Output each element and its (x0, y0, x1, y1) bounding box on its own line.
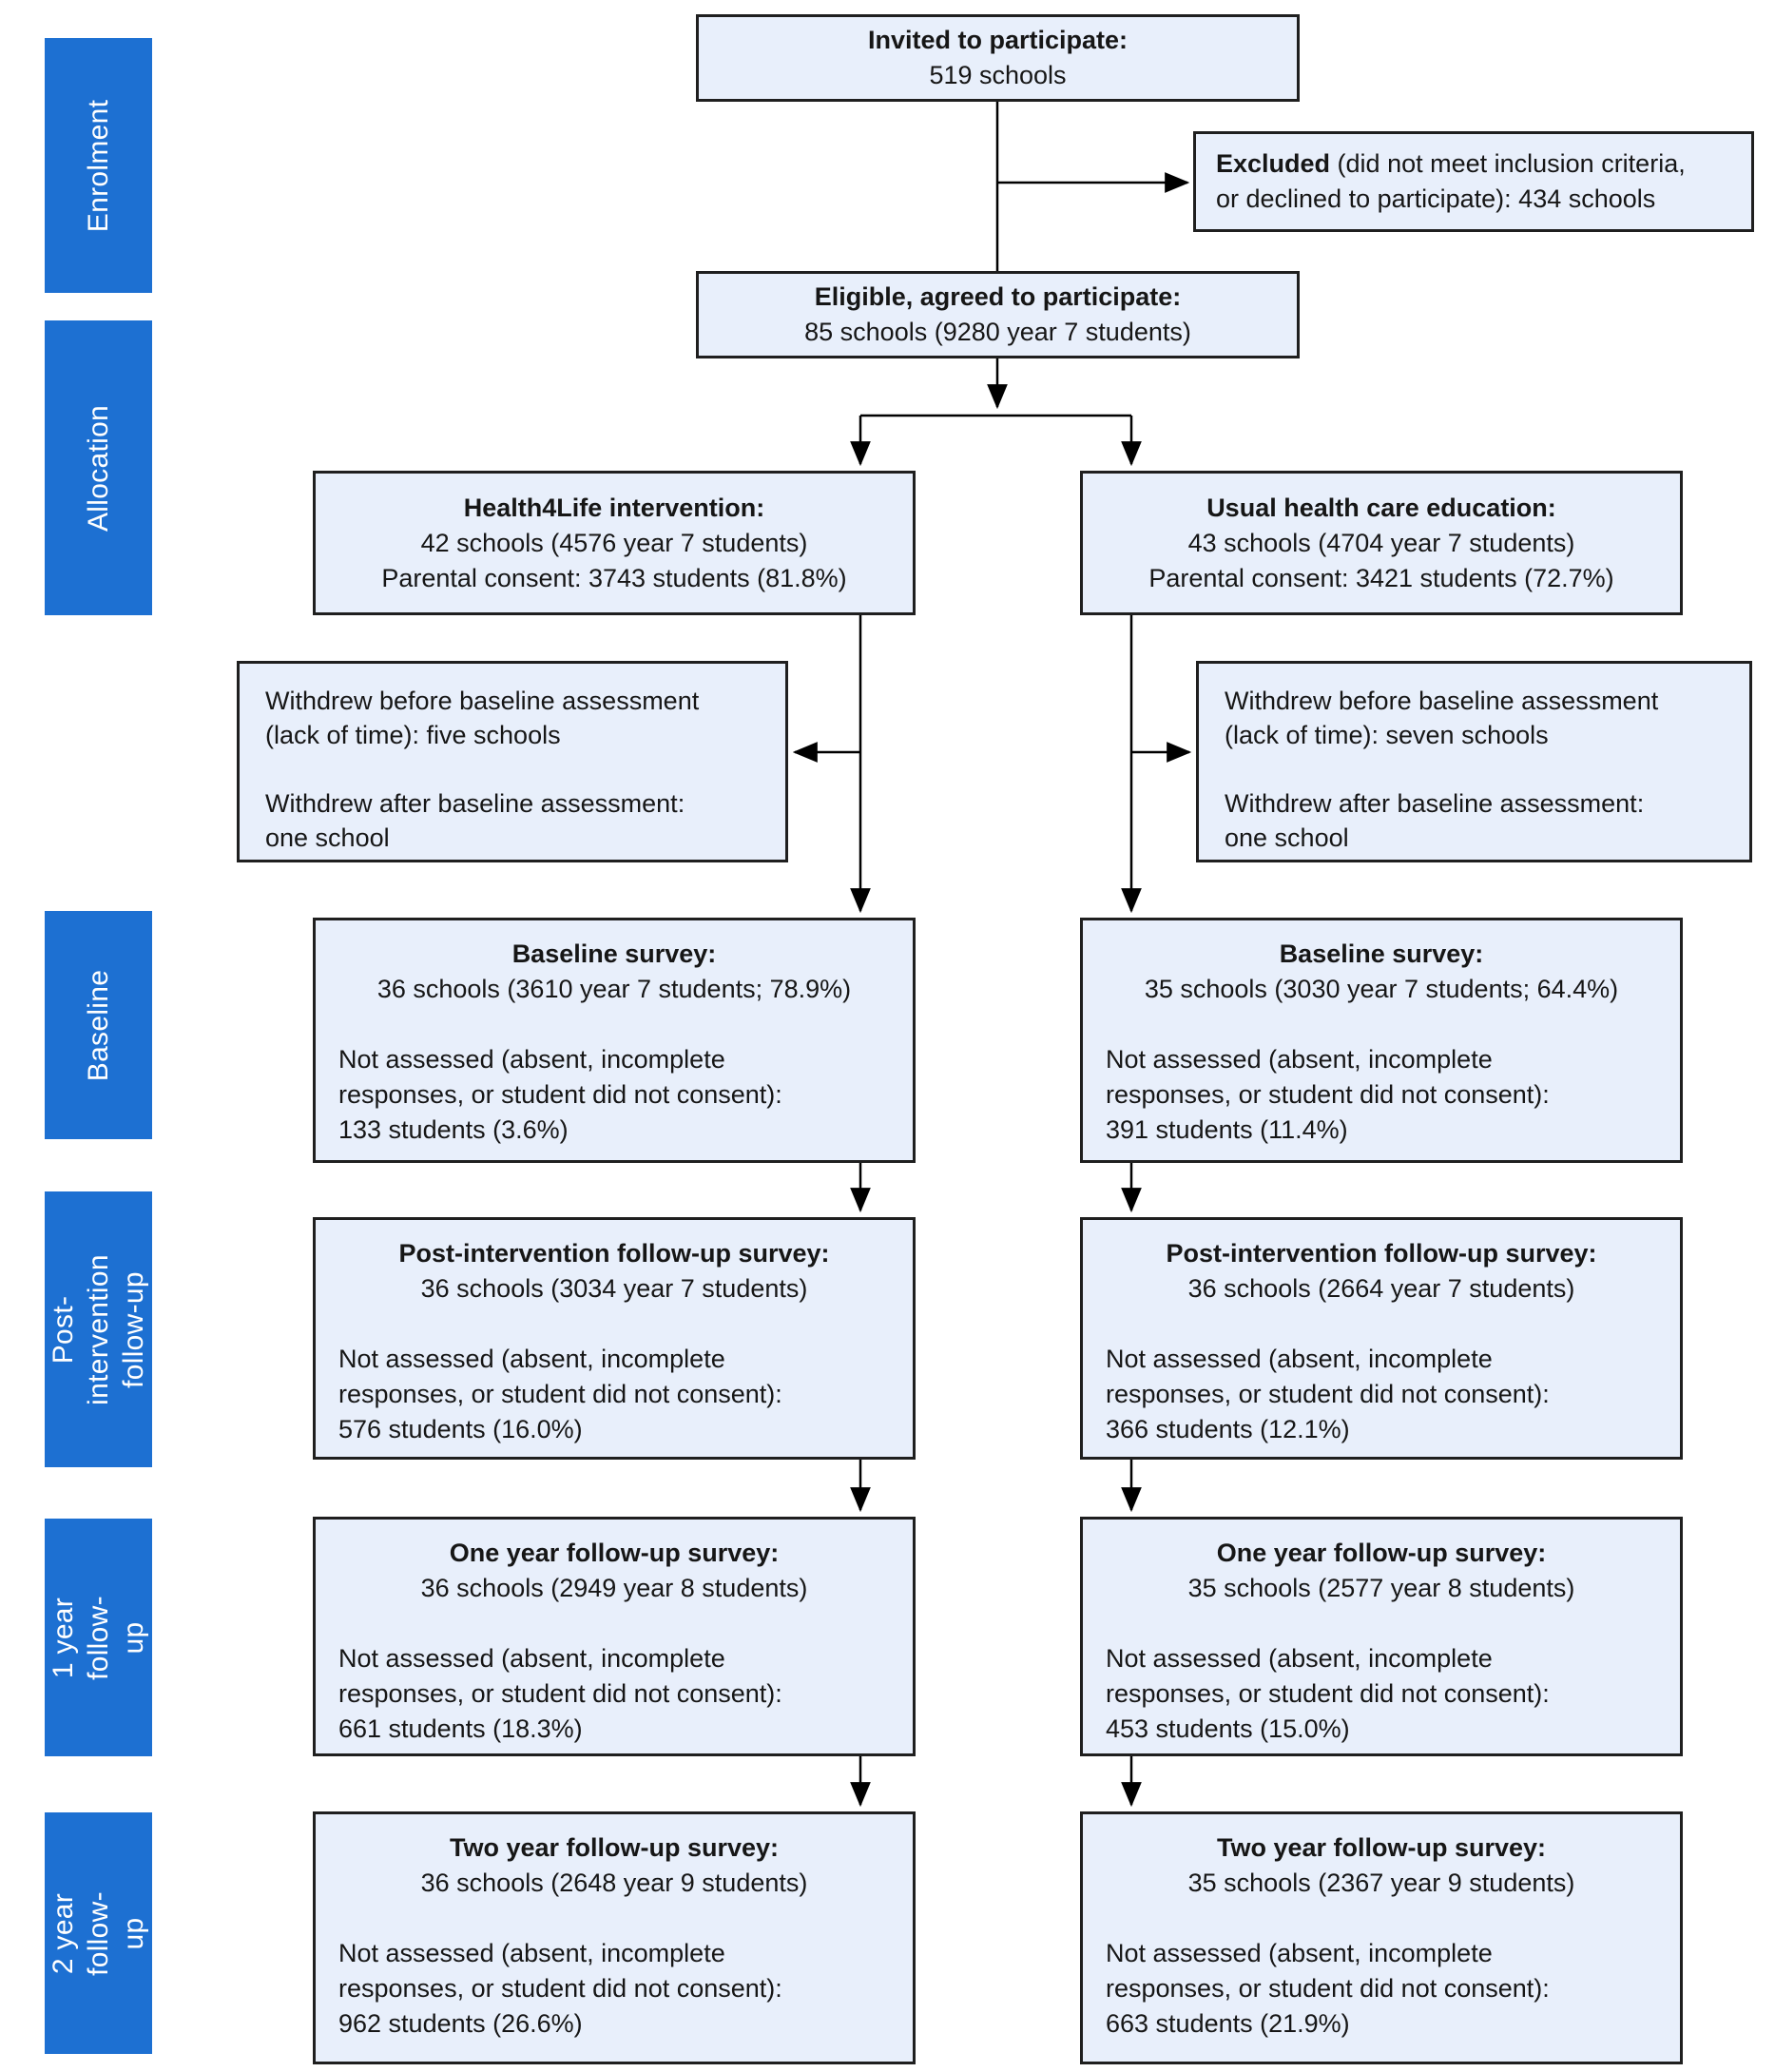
survey-title: Post-intervention follow-up survey: (398, 1239, 830, 1268)
survey-count: 36 schools (3610 year 7 students; 78.9%) (376, 975, 852, 1003)
box-control-baseline: Baseline survey: 35 schools (3030 year 7… (1080, 918, 1683, 1163)
stage-label-text: Baseline (83, 969, 115, 1081)
box-excluded: Excluded (did not meet inclusion criteri… (1193, 131, 1754, 232)
survey-not-assessed: Not assessed (absent, incomplete respons… (338, 1045, 782, 1144)
survey-count: 35 schools (2577 year 8 students) (1187, 1574, 1575, 1602)
box-control-allocation: Usual health care education: 43 schools … (1080, 471, 1683, 615)
box-eligible: Eligible, agreed to participate: 85 scho… (696, 271, 1300, 358)
box-invited: Invited to participate: 519 schools (696, 14, 1300, 102)
box-intervention-allocation: Health4Life intervention: 42 schools (45… (313, 471, 916, 615)
allocation-title: Health4Life intervention: (463, 493, 765, 522)
survey-title: Two year follow-up survey: (449, 1833, 780, 1862)
survey-count: 36 schools (2949 year 8 students) (420, 1574, 808, 1602)
stage-label-enrolment: Enrolment (45, 38, 152, 293)
excluded-detail: (did not meet inclusion criteria, or dec… (1216, 149, 1686, 213)
box-control-year1: One year follow-up survey: 35 schools (2… (1080, 1517, 1683, 1756)
stage-label-baseline: Baseline (45, 911, 152, 1139)
survey-title: One year follow-up survey: (1216, 1539, 1547, 1567)
eligible-detail: 85 schools (9280 year 7 students) (804, 318, 1191, 346)
box-control-withdrew: Withdrew before baseline assessment (lac… (1196, 661, 1752, 862)
stage-label-text: 2 year follow-up (48, 1890, 149, 1976)
allocation-details: 42 schools (4576 year 7 students) Parent… (381, 528, 847, 592)
survey-title: One year follow-up survey: (449, 1539, 780, 1567)
allocation-details: 43 schools (4704 year 7 students) Parent… (1148, 528, 1614, 592)
stage-label-post-intervention-follow-up: Post-intervention follow-up (45, 1191, 152, 1467)
invited-title: Invited to participate: (867, 26, 1129, 54)
box-control-post: Post-intervention follow-up survey: 36 s… (1080, 1217, 1683, 1460)
survey-not-assessed: Not assessed (absent, incomplete respons… (1106, 1045, 1550, 1144)
survey-not-assessed: Not assessed (absent, incomplete respons… (338, 1644, 782, 1743)
survey-count: 36 schools (2648 year 9 students) (420, 1869, 808, 1897)
box-intervention-year2: Two year follow-up survey: 36 schools (2… (313, 1811, 916, 2064)
survey-title: Post-intervention follow-up survey: (1166, 1239, 1597, 1268)
allocation-title: Usual health care education: (1206, 493, 1556, 522)
box-intervention-post: Post-intervention follow-up survey: 36 s… (313, 1217, 916, 1460)
stage-label-text: Allocation (83, 404, 115, 532)
survey-title: Two year follow-up survey: (1216, 1833, 1547, 1862)
box-intervention-baseline: Baseline survey: 36 schools (3610 year 7… (313, 918, 916, 1163)
box-intervention-withdrew: Withdrew before baseline assessment (lac… (237, 661, 788, 862)
survey-not-assessed: Not assessed (absent, incomplete respons… (1106, 1939, 1550, 2038)
excluded-text: Excluded (did not meet inclusion criteri… (1216, 146, 1686, 217)
survey-not-assessed: Not assessed (absent, incomplete respons… (338, 1939, 782, 2038)
box-intervention-year1: One year follow-up survey: 36 schools (2… (313, 1517, 916, 1756)
survey-count: 35 schools (3030 year 7 students; 64.4%) (1144, 975, 1619, 1003)
survey-count: 36 schools (2664 year 7 students) (1187, 1274, 1575, 1303)
survey-not-assessed: Not assessed (absent, incomplete respons… (1106, 1644, 1550, 1743)
box-control-year2: Two year follow-up survey: 35 schools (2… (1080, 1811, 1683, 2064)
stage-label-allocation: Allocation (45, 320, 152, 615)
stage-label-text: Enrolment (83, 99, 114, 232)
invited-detail: 519 schools (929, 61, 1067, 89)
survey-title: Baseline survey: (1279, 939, 1484, 968)
survey-not-assessed: Not assessed (absent, incomplete respons… (338, 1345, 782, 1443)
survey-title: Baseline survey: (511, 939, 717, 968)
excluded-lead: Excluded (1216, 149, 1331, 178)
stage-label-text: Post-intervention follow-up (48, 1253, 149, 1405)
survey-count: 36 schools (3034 year 7 students) (420, 1274, 808, 1303)
stage-label-2-year-follow-up: 2 year follow-up (45, 1812, 152, 2054)
survey-count: 35 schools (2367 year 9 students) (1187, 1869, 1575, 1897)
eligible-title: Eligible, agreed to participate: (814, 282, 1182, 311)
stage-label-text: 1 year follow-up (48, 1595, 149, 1680)
survey-not-assessed: Not assessed (absent, incomplete respons… (1106, 1345, 1550, 1443)
stage-label-1-year-follow-up: 1 year follow-up (45, 1519, 152, 1756)
